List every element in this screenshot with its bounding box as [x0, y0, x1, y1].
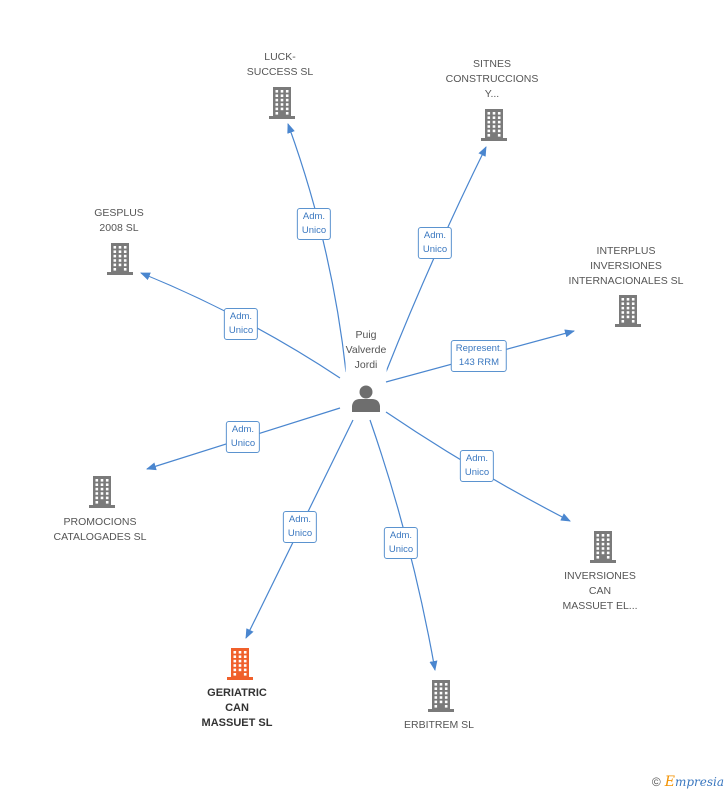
edge-label-line: Unico: [422, 244, 448, 255]
edge-label-line: Adm.: [423, 230, 447, 241]
building-icon[interactable]: [590, 531, 616, 563]
edge-label-line: Unico: [388, 544, 414, 555]
edge-label-line: Adm.: [465, 453, 489, 464]
edge-label-interplus[interactable]: Represent. 143 RRM: [450, 340, 508, 372]
person-icon[interactable]: [352, 385, 380, 413]
edge-label-line: Unico: [228, 325, 254, 336]
edge-label-line: Adm.: [302, 211, 326, 222]
company-label-line: CATALOGADES SL: [53, 531, 147, 543]
building-icon[interactable]: [481, 109, 507, 141]
copyright-symbol: ©: [651, 775, 661, 789]
company-label-line: ERBITREM SL: [403, 719, 475, 731]
company-label-line: CAN: [225, 702, 249, 714]
copyright-footer: © Empresia: [652, 774, 724, 790]
building-icon[interactable]: [615, 295, 641, 327]
edge-label-line: Unico: [464, 467, 490, 478]
edge-label-line: Unico: [230, 438, 256, 449]
company-label-line: SITNES: [473, 58, 511, 70]
edge-label-luck[interactable]: Adm. Unico: [296, 208, 332, 240]
company-label-line: CAN: [588, 585, 612, 597]
edge-label-line: Adm.: [229, 311, 253, 322]
edge-label-promocions[interactable]: Adm. Unico: [225, 421, 261, 453]
building-icon[interactable]: [269, 87, 295, 119]
edge-label-gesplus[interactable]: Adm. Unico: [223, 308, 259, 340]
brand-text: mpresia: [674, 775, 724, 789]
building-icon[interactable]: [428, 680, 454, 712]
edge-label-line: Unico: [301, 225, 327, 236]
edge-label-line: Adm.: [288, 514, 312, 525]
company-label-line: INVERSIONES: [564, 570, 636, 582]
company-label-line: INTERPLUS: [596, 245, 656, 257]
company-label-sitnes[interactable]: SITNES CONSTRUCCIONS Y...: [446, 57, 539, 102]
company-label-line: MASSUET EL...: [562, 600, 638, 612]
building-icon[interactable]: [89, 476, 115, 508]
edge-label-line: Unico: [287, 528, 313, 539]
company-label-geriatric[interactable]: GERIATRIC CAN MASSUET SL: [202, 686, 273, 731]
company-label-line: Y...: [484, 88, 500, 100]
company-label-line: 2008 SL: [99, 222, 139, 234]
edge-label-line: Adm.: [231, 424, 255, 435]
edge-sitnes: [385, 146, 487, 373]
person-label-line: Jordi: [354, 359, 378, 371]
company-label-line: INTERNACIONALES SL: [568, 275, 684, 287]
company-label-erbitrem[interactable]: ERBITREM SL: [404, 718, 474, 733]
company-label-line: CONSTRUCCIONS: [445, 73, 539, 85]
edge-label-sitnes[interactable]: Adm. Unico: [417, 227, 453, 259]
company-label-line: INVERSIONES: [590, 260, 662, 272]
building-icon[interactable]: [107, 243, 133, 275]
company-label-line: GESPLUS: [94, 207, 144, 219]
company-label-line: SUCCESS SL: [246, 66, 314, 78]
edge-label-erbitrem[interactable]: Adm. Unico: [383, 527, 419, 559]
edge-label-line: Represent.: [455, 343, 503, 354]
company-label-gesplus[interactable]: GESPLUS 2008 SL: [94, 206, 144, 236]
company-label-inversiones[interactable]: INVERSIONES CAN MASSUET EL...: [562, 569, 637, 614]
edge-luck: [287, 123, 347, 373]
company-label-luck[interactable]: LUCK- SUCCESS SL: [247, 50, 314, 80]
brand-logo: Empresia: [664, 774, 724, 790]
edge-label-line: Adm.: [389, 530, 413, 541]
building-icon[interactable]: [227, 648, 253, 680]
company-label-promocions[interactable]: PROMOCIONS CATALOGADES SL: [54, 515, 147, 545]
company-label-interplus[interactable]: INTERPLUS INVERSIONES INTERNACIONALES SL: [569, 244, 684, 289]
edge-label-geriatric[interactable]: Adm. Unico: [282, 511, 318, 543]
edge-label-line: 143 RRM: [458, 357, 500, 368]
person-label-line: Valverde: [345, 344, 387, 356]
company-label-line: MASSUET SL: [201, 717, 273, 729]
edge-label-inversiones[interactable]: Adm. Unico: [459, 450, 495, 482]
person-label-line: Puig: [355, 329, 377, 341]
company-label-line: LUCK-: [264, 51, 296, 63]
company-label-line: GERIATRIC: [207, 687, 267, 699]
company-label-line: PROMOCIONS: [63, 516, 137, 528]
